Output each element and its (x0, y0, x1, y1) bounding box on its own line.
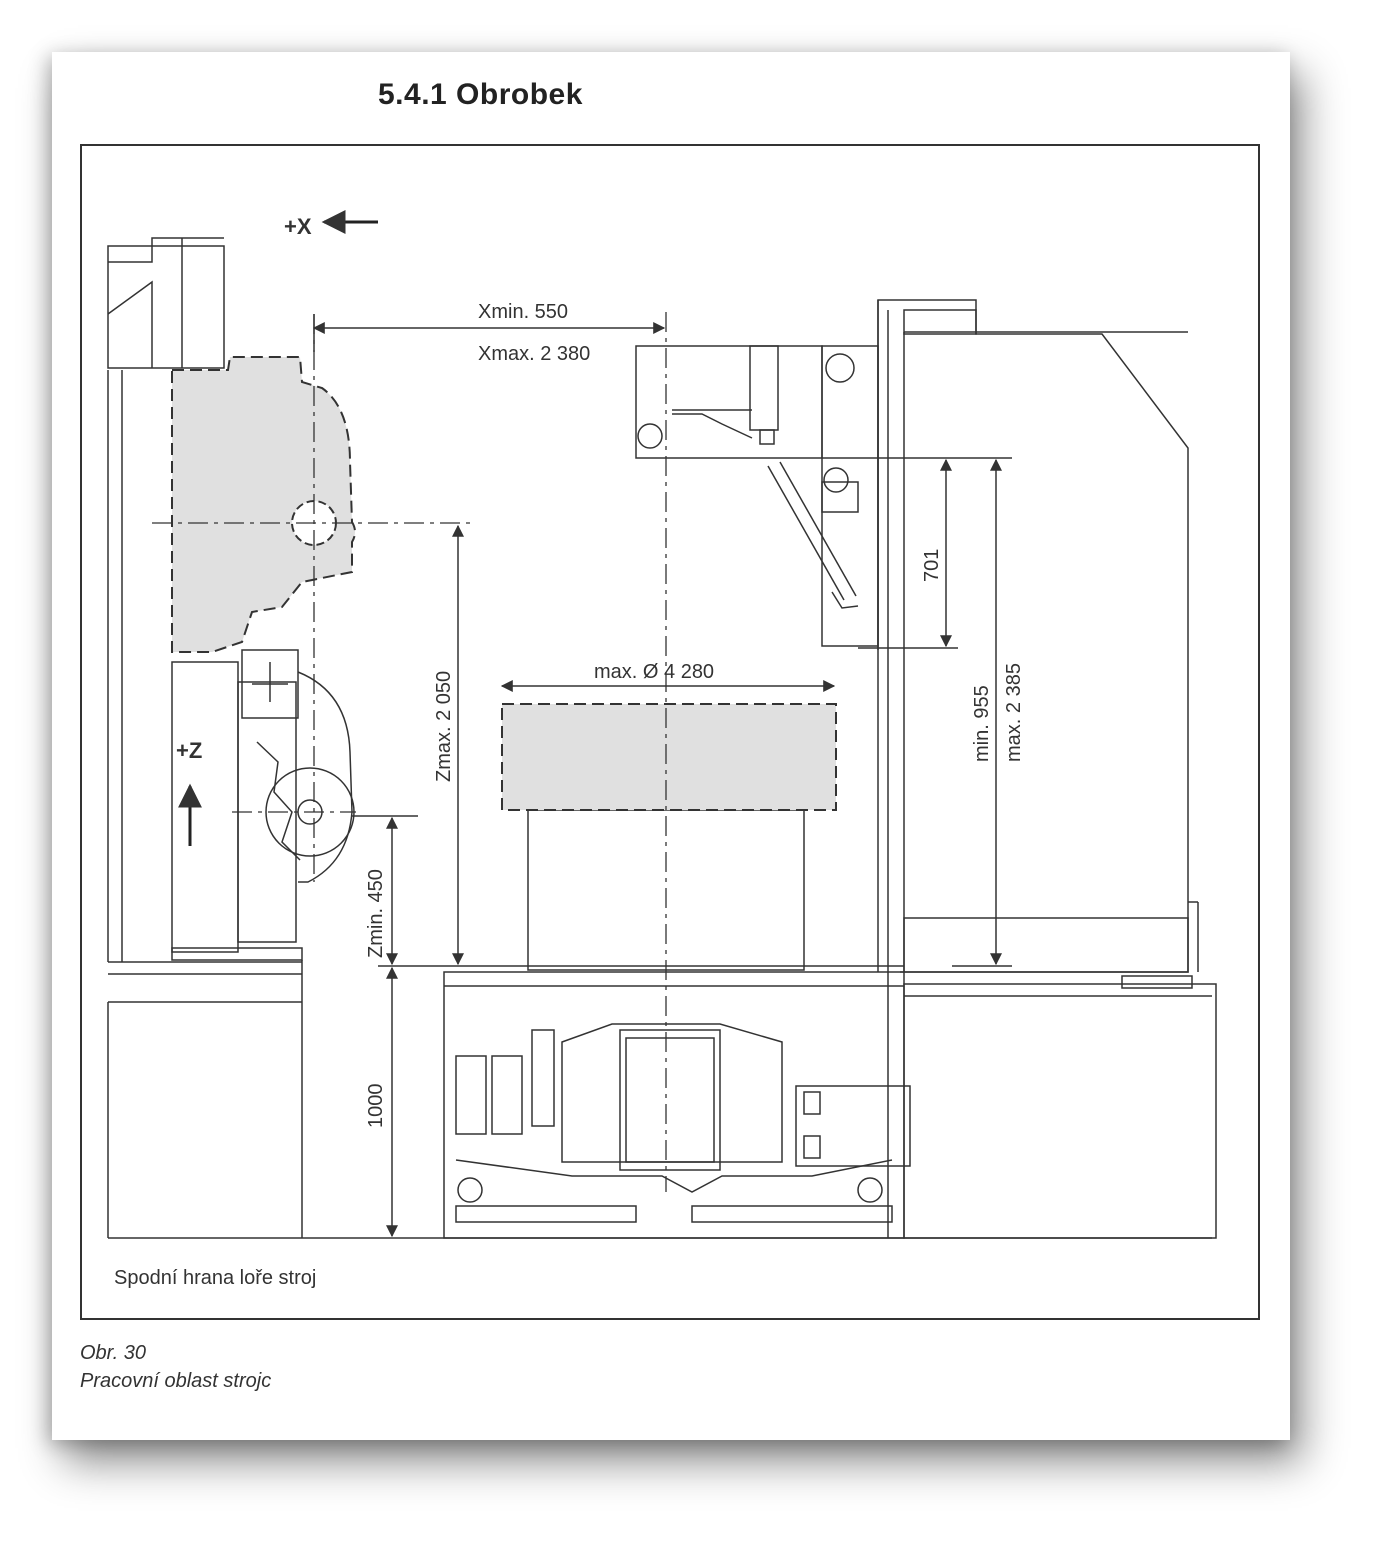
dim-zmax: Zmax. 2 050 (433, 671, 455, 782)
left-column (107, 237, 225, 962)
dim-xmin: Xmin. 550 (478, 301, 568, 323)
dim-table-diameter: max. Ø 4 280 (594, 661, 714, 683)
dim-xmax: Xmax. 2 380 (478, 343, 590, 365)
bottom-edge-label: Spodní hrana loře stroj (114, 1267, 316, 1289)
x-axis-label: +X (284, 214, 312, 239)
right-column (635, 299, 1199, 973)
dimension-lines (312, 314, 1012, 1238)
dim-max-2385: max. 2 385 (1003, 663, 1025, 762)
figure-number: Obr. 30 (80, 1342, 146, 1364)
section-title: 5.4.1 Obrobek (378, 78, 583, 111)
lower-slide (171, 649, 355, 961)
machine-work-area-drawing: +X +Z Xmin. 550 Xmax. 2 380 max. Ø 4 280… (107, 210, 1217, 1289)
axis-arrows (178, 210, 378, 846)
center-lines (152, 312, 667, 1192)
dim-zmin: Zmin. 450 (365, 869, 387, 958)
document-page: 5.4.1 Obrobek (52, 52, 1290, 1440)
shaded-head (171, 356, 356, 653)
dim-1000: 1000 (365, 1084, 387, 1129)
workpiece-envelope (501, 703, 837, 811)
machine-base (107, 960, 1217, 1239)
figure-caption: Pracovní oblast strojc (80, 1370, 272, 1392)
figure-frame (80, 144, 1260, 1320)
dim-701: 701 (921, 549, 943, 582)
dim-min-955: min. 955 (971, 685, 993, 762)
z-axis-label: +Z (176, 738, 202, 763)
